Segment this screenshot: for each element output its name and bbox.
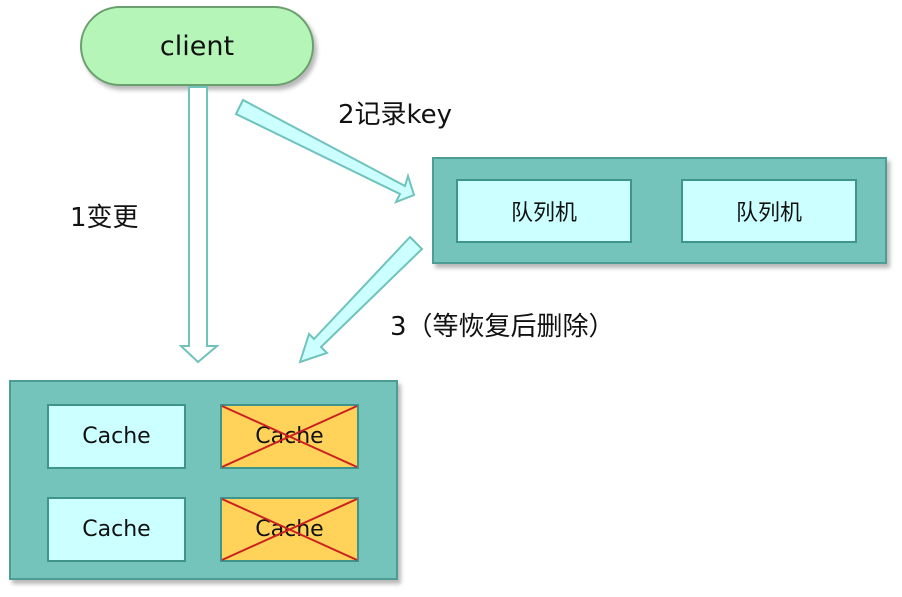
queue-machine-label: 队列机 <box>735 201 802 226</box>
queue-machine-2: 队列机 <box>681 179 857 243</box>
cache-node-3: Cache <box>47 497 186 562</box>
cross-mark-cache-2 <box>221 405 358 468</box>
cache-label: Cache <box>82 424 151 449</box>
queue-machine-label: 队列机 <box>510 201 577 226</box>
client-label: client <box>159 30 235 62</box>
cache-node-1: Cache <box>47 404 186 469</box>
queue-machine-1: 队列机 <box>456 179 632 243</box>
arrow-change <box>178 86 220 364</box>
arrow-delete-after-recovery <box>298 235 424 364</box>
client-node: client <box>80 6 314 86</box>
step-record-key-label: 2记录key <box>338 100 453 130</box>
arrow-record-key <box>234 98 416 204</box>
step-delete-label: 3（等恢复后删除） <box>390 312 615 342</box>
step-change-label: 1变更 <box>70 203 139 233</box>
cache-label: Cache <box>82 517 151 542</box>
cross-mark-cache-4 <box>221 498 358 561</box>
